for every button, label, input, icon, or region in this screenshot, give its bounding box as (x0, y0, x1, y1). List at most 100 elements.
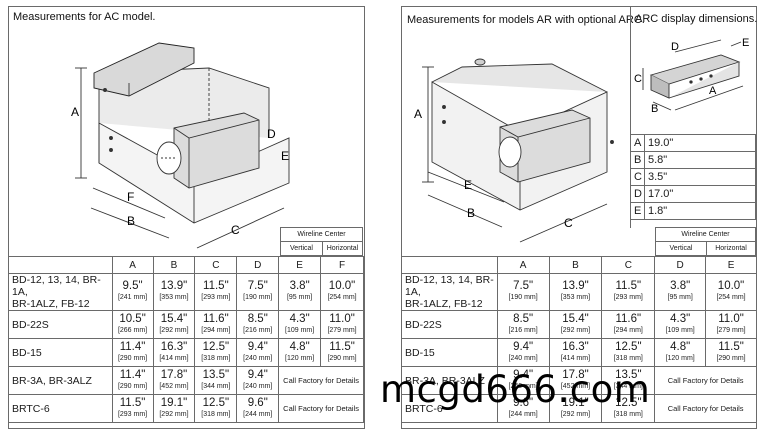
spec-value: 3.8"[95 mm] (654, 273, 707, 311)
spec-value: 13.9"[353 mm] (548, 273, 603, 311)
ar-wireline-header: Wireline Center Vertical Horizontal (655, 227, 756, 256)
spec-value: 12.5"[318 mm] (194, 394, 238, 423)
model-name: BD-12, 13, 14, BR-1A,BR-1ALZ, FB-12 (401, 273, 498, 311)
spec-value: 11.5"[290 mm] (320, 338, 364, 367)
spec-value: 9.4"[240 mm] (236, 338, 280, 367)
ac-wireline-header: Wireline Center Vertical Horizontal (280, 227, 363, 256)
call-factory-note: Call Factory for Details (278, 394, 364, 423)
ac-col-c: C (194, 256, 238, 274)
spec-value: 15.4"[292 mm] (548, 310, 603, 339)
spec-value: 10.0"[254 mm] (320, 273, 364, 311)
spec-value: 8.5"[216 mm] (496, 310, 550, 339)
ac-col-b: B (152, 256, 196, 274)
ar-col-c: C (601, 256, 656, 274)
spec-value: 10.5"[266 mm] (111, 310, 154, 339)
spec-value: 16.3"[414 mm] (152, 338, 196, 367)
spec-value: 12.5"[318 mm] (194, 338, 238, 367)
spec-value: 11.6"[294 mm] (601, 310, 656, 339)
spec-value: 17.8"[452 mm] (548, 366, 603, 395)
model-name: BR-3A, BR-3ALZ (8, 366, 113, 395)
ar-dim-label-b: B (467, 206, 475, 220)
arc-label-c: C (634, 73, 642, 85)
spec-value: 9.4"[240 mm] (236, 366, 280, 395)
ar-dim-label-a: A (414, 107, 422, 121)
spec-value: 15.4"[292 mm] (152, 310, 196, 339)
arc-display-diagram: D E C B A (634, 37, 749, 115)
model-name: BRTC-6 (8, 394, 113, 423)
ar-vertical-label: Vertical (655, 241, 707, 256)
ar-model-diagram: A E B C (414, 58, 614, 243)
ac-col-d: D (236, 256, 280, 274)
ac-model-col-header (8, 256, 113, 274)
table-row: BD-12, 13, 14, BR-1A,BR-1ALZ, FB-12 7.5"… (401, 273, 757, 311)
ar-col-d: D (654, 256, 707, 274)
call-factory-note: Call Factory for Details (278, 366, 364, 395)
spec-value: 11.4"[290 mm] (111, 338, 154, 367)
arc-dimensions-box (630, 6, 756, 228)
table-row: BD-15 9.4"[240 mm] 16.3"[414 mm] 12.5"[3… (401, 338, 757, 367)
model-name: BR-3A, BR-3ALZ (401, 366, 498, 395)
table-row: BR-3A, BR-3ALZ 9.4"[240 mm] 17.8"[452 mm… (401, 366, 757, 395)
spec-value: 4.8"[120 mm] (654, 338, 707, 367)
ac-col-e: E (278, 256, 322, 274)
model-name: BD-22S (8, 310, 113, 339)
spec-value: 11.4"[290 mm] (111, 366, 154, 395)
spec-value: 4.3"[109 mm] (654, 310, 707, 339)
spec-value: 11.0"[279 mm] (705, 310, 757, 339)
model-name: BD-22S (401, 310, 498, 339)
spec-value: 4.8"[120 mm] (278, 338, 322, 367)
spec-value: 11.5"[293 mm] (194, 273, 238, 311)
ac-model-title: Measurements for AC model. (13, 11, 156, 23)
spec-value: 19.1"[292 mm] (548, 394, 603, 423)
spec-value: 13.5"[344 mm] (601, 366, 656, 395)
model-name: BD-15 (8, 338, 113, 367)
arc-label-e: E (742, 37, 749, 49)
spec-value: 11.5"[293 mm] (601, 273, 656, 311)
arc-label-b: B (651, 103, 658, 115)
arc-label-d: D (671, 41, 679, 53)
table-row: BR-3A, BR-3ALZ 11.4"[290 mm] 17.8"[452 m… (8, 366, 364, 395)
call-factory-note: Call Factory for Details (654, 366, 757, 395)
ar-model-title: Measurements for models AR with optional… (407, 14, 645, 26)
ac-vertical-label: Vertical (280, 241, 323, 256)
ac-dim-label-d: D (267, 127, 276, 141)
arc-title: ARC display dimensions. (635, 13, 758, 25)
ar-col-b: B (548, 256, 603, 274)
table-row: BRTC-6 9.6"[244 mm] 19.1"[292 mm] 12.5"[… (401, 394, 757, 423)
ar-model-col-header (401, 256, 498, 274)
spec-value: 9.4"[240 mm] (496, 366, 550, 395)
table-row: BD-12, 13, 14, BR-1A,BR-1ALZ, FB-12 9.5"… (8, 273, 364, 311)
ar-dim-label-e: E (464, 178, 472, 192)
spec-value: 12.5"[318 mm] (601, 338, 656, 367)
spec-value: 9.5"[241 mm] (111, 273, 154, 311)
ar-horizontal-label: Horizontal (706, 241, 756, 256)
spec-value: 4.3"[109 mm] (278, 310, 322, 339)
watermark-text: mcgd666.com (380, 368, 651, 411)
spec-value: 11.0"[279 mm] (320, 310, 364, 339)
table-row: BRTC-6 11.5"[293 mm] 19.1"[292 mm] 12.5"… (8, 394, 364, 423)
ac-model-diagram: A F B C D E (71, 42, 290, 249)
spec-value: 9.4"[240 mm] (496, 338, 550, 367)
spec-value: 13.5"[344 mm] (194, 366, 238, 395)
ac-col-a: A (111, 256, 154, 274)
ac-spec-table: A B C D E F BD-12, 13, 14, BR-1A,BR-1ALZ… (8, 256, 364, 423)
spec-value: 13.9"[353 mm] (152, 273, 196, 311)
ar-spec-table: A B C D E BD-12, 13, 14, BR-1A,BR-1ALZ, … (401, 256, 757, 423)
table-row: BD-15 11.4"[290 mm] 16.3"[414 mm] 12.5"[… (8, 338, 364, 367)
spec-value: 7.5"[190 mm] (236, 273, 280, 311)
ac-wireline-label: Wireline Center (280, 227, 363, 242)
ac-horizontal-label: Horizontal (322, 241, 363, 256)
ac-dim-label-b: B (127, 214, 135, 228)
ar-col-e: E (705, 256, 757, 274)
model-name: BD-12, 13, 14, BR-1A,BR-1ALZ, FB-12 (8, 273, 113, 311)
ac-dim-label-c: C (231, 223, 240, 237)
spec-value: 3.8"[95 mm] (278, 273, 322, 311)
spec-value: 11.5"[293 mm] (111, 394, 154, 423)
model-name: BRTC-6 (401, 394, 498, 423)
ac-dim-label-a: A (71, 105, 79, 119)
ac-col-f: F (320, 256, 364, 274)
ar-dim-label-c: C (564, 216, 573, 230)
spec-value: 16.3"[414 mm] (548, 338, 603, 367)
